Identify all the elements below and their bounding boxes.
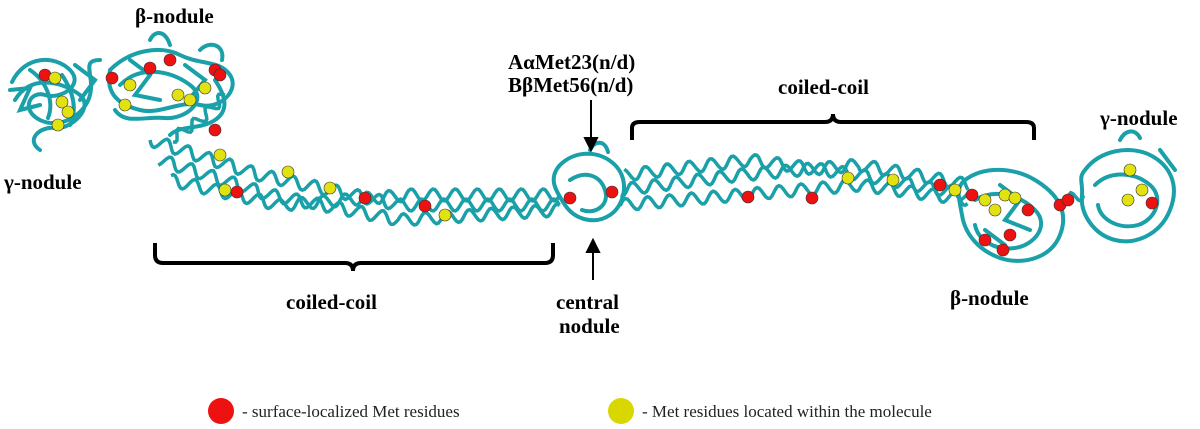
met-surface-sphere <box>1021 203 1035 217</box>
met-internal-sphere <box>978 193 992 207</box>
met-surface-sphere <box>418 199 432 213</box>
coiled-coil-bottom-label: coiled-coil <box>286 290 377 314</box>
met-surface-sphere <box>213 68 227 82</box>
met-internal-sphere <box>1121 193 1135 207</box>
met-internal-sphere <box>1123 163 1137 177</box>
met-internal-sphere <box>51 118 65 132</box>
met-surface-sphere <box>163 53 177 67</box>
met-internal-sphere <box>1008 191 1022 205</box>
helix-strand <box>157 155 561 227</box>
legend-surface-dot <box>208 398 234 424</box>
met-surface-sphere <box>1145 196 1159 210</box>
met-surface-sphere <box>1061 193 1075 207</box>
central-nodule-structure <box>551 140 627 223</box>
met-surface-sphere <box>605 185 619 199</box>
met-internal-sphere <box>118 98 132 112</box>
top-brace <box>630 113 1036 140</box>
met-surface-sphere <box>358 191 372 205</box>
gamma-nodule-right-label: γ-nodule <box>1100 106 1178 130</box>
right-beta-nodule-structure <box>956 167 1066 263</box>
helix-strand <box>618 178 969 212</box>
met-surface-sphere <box>978 233 992 247</box>
met-residue-spheres <box>38 53 1159 257</box>
met-internal-sphere <box>183 93 197 107</box>
bottom-brace <box>153 243 555 272</box>
met-surface-sphere <box>563 191 577 205</box>
legend-surface-text: - surface-localized Met residues <box>242 402 460 421</box>
central-nodule-arrow <box>585 237 601 280</box>
met-internal-sphere <box>281 165 295 179</box>
beta-nodule-right-label: β-nodule <box>950 286 1029 310</box>
met-internal-sphere <box>988 203 1002 217</box>
met-internal-sphere <box>323 181 337 195</box>
right-gamma-nodule-structure <box>1079 129 1177 244</box>
met-internal-sphere <box>1135 183 1149 197</box>
helix-strand <box>148 137 561 213</box>
helix-strand <box>623 152 972 202</box>
met-internal-sphere <box>213 148 227 162</box>
central-nodule-label-line2: nodule <box>559 314 620 338</box>
met-surface-sphere <box>965 188 979 202</box>
left-gamma-nodule-structure <box>8 57 102 152</box>
met-internal-sphere <box>198 81 212 95</box>
met23-label: AαMet23(n/d) <box>508 50 636 74</box>
met-internal-sphere <box>55 95 69 109</box>
beta-nodule-left-label: β-nodule <box>135 4 214 28</box>
met-surface-sphere <box>996 243 1010 257</box>
met-internal-sphere <box>123 78 137 92</box>
met-surface-sphere <box>143 61 157 75</box>
gamma-nodule-left-label: γ-nodule <box>4 170 82 194</box>
met-internal-sphere <box>48 71 62 85</box>
met-internal-sphere <box>218 183 232 197</box>
central-nodule-label-line1: central <box>556 290 619 314</box>
met-surface-sphere <box>805 191 819 205</box>
met-surface-sphere <box>208 123 222 137</box>
met-internal-sphere <box>171 88 185 102</box>
met-internal-sphere <box>61 105 75 119</box>
met-surface-sphere <box>105 71 119 85</box>
met-surface-sphere <box>230 185 244 199</box>
helix-strand <box>620 158 970 198</box>
met-internal-sphere <box>438 208 452 222</box>
legend-internal-dot <box>608 398 634 424</box>
met-internal-sphere <box>841 171 855 185</box>
met-internal-sphere <box>948 183 962 197</box>
helix-strand <box>172 92 226 145</box>
met23-arrow <box>583 100 599 153</box>
coiled-coil-helices <box>148 92 1086 227</box>
met-internal-sphere <box>886 173 900 187</box>
met-surface-sphere <box>1003 228 1017 242</box>
met56-label: BβMet56(n/d) <box>508 73 634 97</box>
legend-internal-text: - Met residues located within the molecu… <box>642 402 932 421</box>
met-surface-sphere <box>933 178 947 192</box>
met-surface-sphere <box>741 190 755 204</box>
coiled-coil-top-label: coiled-coil <box>778 75 869 99</box>
